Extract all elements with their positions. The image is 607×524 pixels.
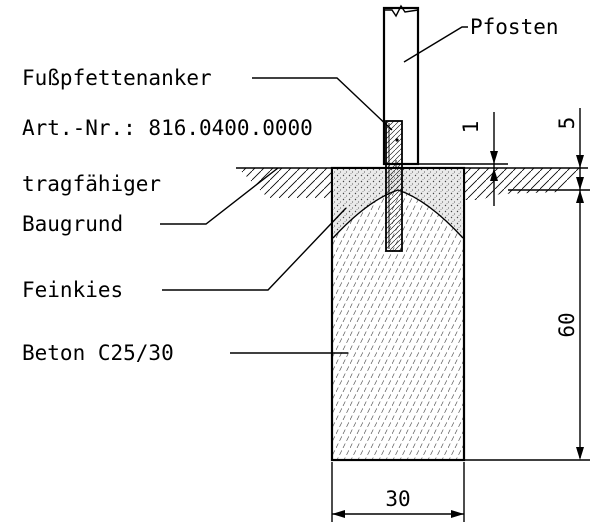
label-gravel: Feinkies (22, 278, 123, 302)
label-concrete: Beton C25/30 (22, 341, 174, 365)
label-subsoil-line1: tragfähiger (22, 172, 161, 196)
label-post: Pfosten (470, 15, 559, 39)
soil-right (464, 168, 583, 200)
label-article-number: Art.-Nr.: 816.0400.0000 (22, 116, 313, 140)
label-subsoil-line2: Baugrund (22, 212, 123, 236)
dimension-gap (418, 112, 508, 206)
gravel-layer (333, 169, 463, 238)
dim-label-gap: 1 (459, 121, 483, 134)
dim-label-depth-foundation: 60 (555, 312, 579, 337)
dim-label-width: 30 (385, 487, 410, 511)
soil-left (238, 168, 332, 198)
dimension-depth-top (508, 108, 590, 458)
dimension-width (331, 462, 465, 522)
leader-lines (160, 26, 468, 354)
dimension-depth-foundation (464, 190, 590, 461)
label-anchor: Fußpfettenanker (22, 66, 212, 90)
anchor (385, 120, 403, 252)
dim-label-depth-top: 5 (555, 117, 579, 130)
